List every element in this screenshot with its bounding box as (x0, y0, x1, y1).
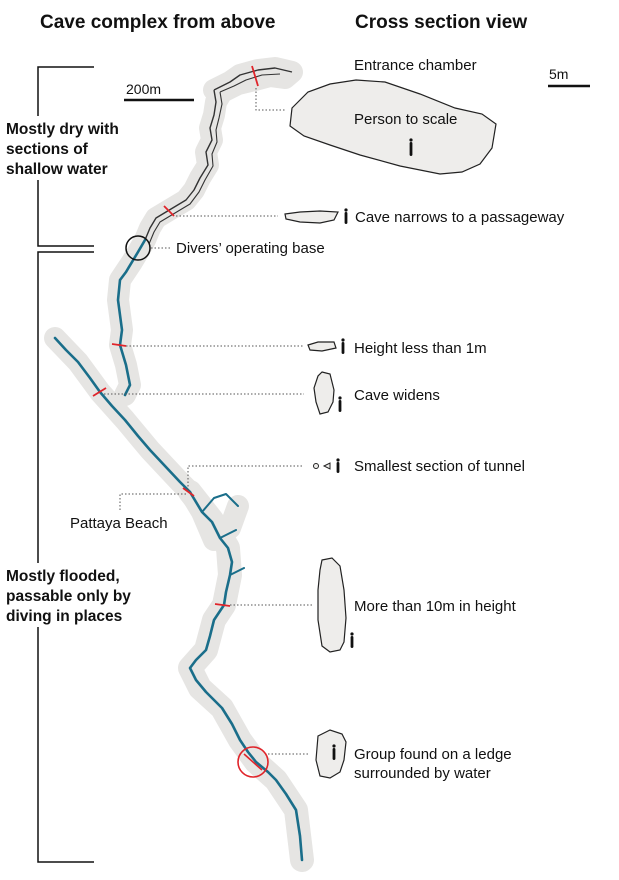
dry-zone-label-bg (2, 116, 152, 180)
zone-brackets (37, 66, 94, 863)
marker-entrance (251, 65, 259, 87)
marker-group-circle (237, 746, 269, 778)
marker-smallest (182, 487, 195, 497)
low-label: Height less than 1m (354, 340, 487, 357)
section-widens (313, 371, 335, 415)
pattaya-beach-label: Pattaya Beach (70, 515, 168, 532)
person-icon-tall (350, 632, 354, 648)
person-icon-entrance (409, 138, 413, 156)
tall-label: More than 10m in height (354, 598, 517, 615)
group-label-line2: surrounded by water (354, 765, 491, 782)
map-scale-label: 200m (126, 81, 161, 97)
operating-base-circle (125, 235, 151, 261)
smallest-label: Smallest section of tunnel (354, 458, 525, 475)
dry-passage (144, 67, 293, 241)
person-icon-low (341, 338, 345, 354)
marker-group (243, 753, 263, 771)
section-low (307, 341, 337, 352)
person-icon-smallest (336, 458, 340, 473)
zone-dry-line3: shallow water (6, 161, 108, 178)
leader-beach (119, 493, 186, 510)
leader-smallest (187, 465, 304, 490)
person-icon-narrows (344, 208, 348, 224)
group-label-line1: Group found on a ledge (354, 746, 512, 763)
person-icon-group (332, 744, 336, 760)
person-icon-widens (338, 396, 342, 412)
widens-label: Cave widens (354, 387, 440, 404)
section-entrance (289, 79, 497, 175)
leader-entrance (255, 88, 286, 111)
zone-dry-line1: Mostly dry with (6, 121, 119, 138)
person-figures (332, 138, 413, 760)
marker-tall (214, 603, 231, 607)
zone-flooded-line3: diving in places (6, 608, 122, 625)
zone-flooded-line2: passable only by (6, 588, 131, 605)
section-heading: Cross section view (355, 12, 527, 33)
water-passage-main (188, 490, 304, 862)
map-heading: Cave complex from above (40, 12, 275, 33)
narrows-label: Cave narrows to a passageway (355, 209, 565, 226)
marker-low (111, 343, 127, 347)
flooded-zone-label-bg (2, 563, 154, 627)
section-markers (92, 65, 259, 607)
section-smallest-a (313, 463, 319, 469)
entrance-scale-label: Person to scale (354, 111, 457, 128)
marker-narrows (163, 205, 175, 217)
marker-widens (92, 387, 107, 397)
water-passage-branch (53, 336, 192, 494)
zone-flooded-line1: Mostly flooded, (6, 568, 120, 585)
water-passage-spur (201, 493, 245, 576)
section-smallest-b (322, 462, 331, 470)
section-group (315, 729, 347, 779)
dry-passage-inner (148, 73, 281, 245)
section-tall (317, 557, 347, 653)
leader-lines (104, 88, 312, 755)
entrance-title: Entrance chamber (354, 57, 477, 74)
section-narrows (284, 210, 339, 224)
operating-base-label: Divers’ operating base (176, 240, 325, 257)
bracket-flooded (37, 251, 94, 863)
section-scale-label: 5m (549, 66, 568, 82)
zone-dry-line2: sections of (6, 141, 89, 158)
